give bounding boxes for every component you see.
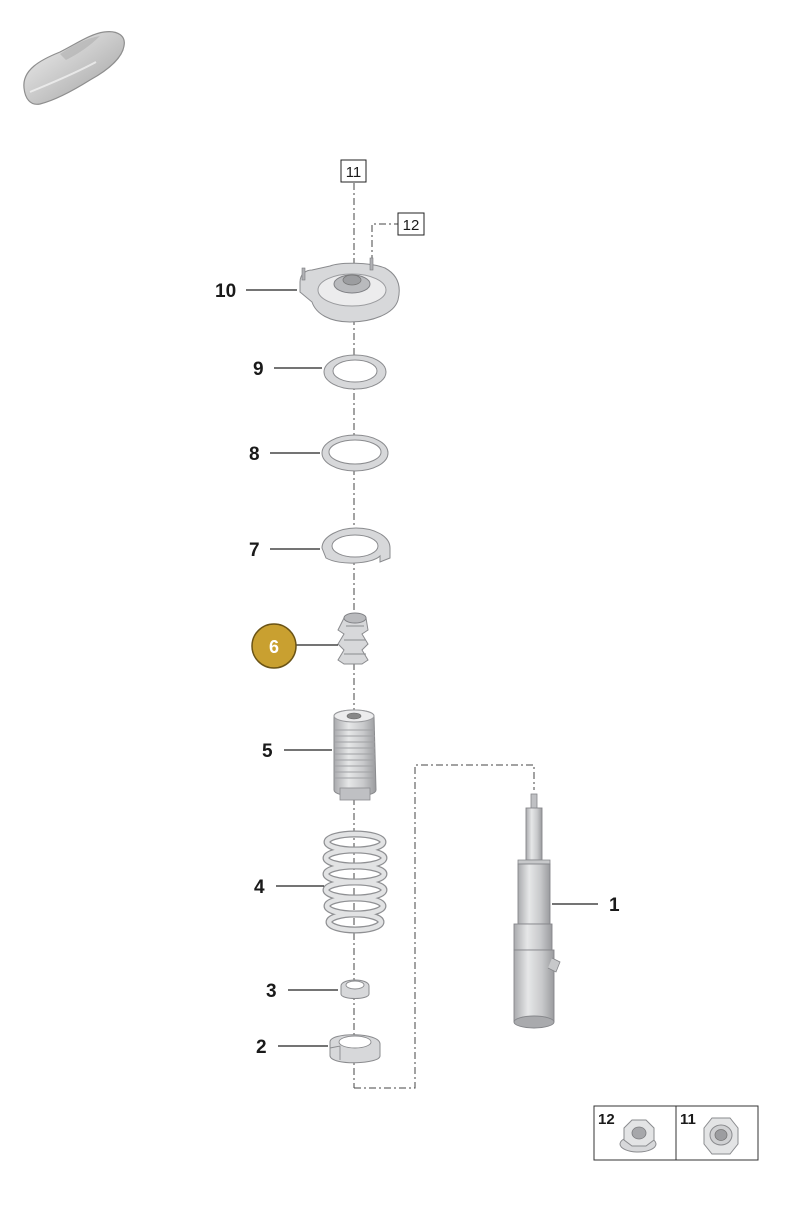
part-7-spring-seat[interactable] xyxy=(321,527,391,564)
svg-text:11: 11 xyxy=(680,1111,696,1128)
callout-8[interactable]: 8 xyxy=(249,444,260,465)
part-8-ring[interactable] xyxy=(321,434,389,472)
callout-7[interactable]: 7 xyxy=(249,540,260,561)
callout-9[interactable]: 9 xyxy=(253,359,264,380)
callout-6-highlighted[interactable]: 6 xyxy=(251,623,297,669)
part-3-small-seat[interactable] xyxy=(340,979,370,999)
callout-5[interactable]: 5 xyxy=(262,741,273,762)
part-10-strut-mount[interactable] xyxy=(299,257,400,323)
part-6-bump-stop[interactable] xyxy=(337,612,369,665)
part-2-lower-seat[interactable] xyxy=(329,1034,381,1064)
part-1-shock-absorber[interactable] xyxy=(513,793,561,1029)
fastener-legend-item-12[interactable]: 12 xyxy=(598,1111,657,1153)
callout-3[interactable]: 3 xyxy=(266,981,277,1002)
fastener-legend-item-11[interactable]: 11 xyxy=(680,1111,739,1155)
reference-box-12[interactable]: 12 xyxy=(397,212,425,236)
part-5-dust-boot[interactable] xyxy=(333,709,377,801)
car-silhouette-icon xyxy=(23,31,125,105)
hex-nut-icon xyxy=(703,1117,739,1155)
part-4-coil-spring[interactable] xyxy=(322,830,388,934)
reference-box-11[interactable]: 11 xyxy=(340,159,367,183)
fastener-legend: 12 11 xyxy=(593,1105,759,1161)
svg-text:12: 12 xyxy=(403,217,420,234)
flange-nut-icon xyxy=(619,1119,657,1153)
leader-lines xyxy=(246,289,598,1047)
ref-12-line xyxy=(371,223,398,262)
svg-text:12: 12 xyxy=(598,1111,615,1128)
callout-4[interactable]: 4 xyxy=(254,877,265,898)
callout-10[interactable]: 10 xyxy=(215,281,236,302)
part-9-ring[interactable] xyxy=(323,354,387,390)
svg-text:11: 11 xyxy=(346,164,362,181)
callout-2[interactable]: 2 xyxy=(256,1037,267,1058)
assembly-loop-line xyxy=(354,764,535,1089)
svg-text:6: 6 xyxy=(269,637,279,657)
callout-1[interactable]: 1 xyxy=(609,895,620,916)
